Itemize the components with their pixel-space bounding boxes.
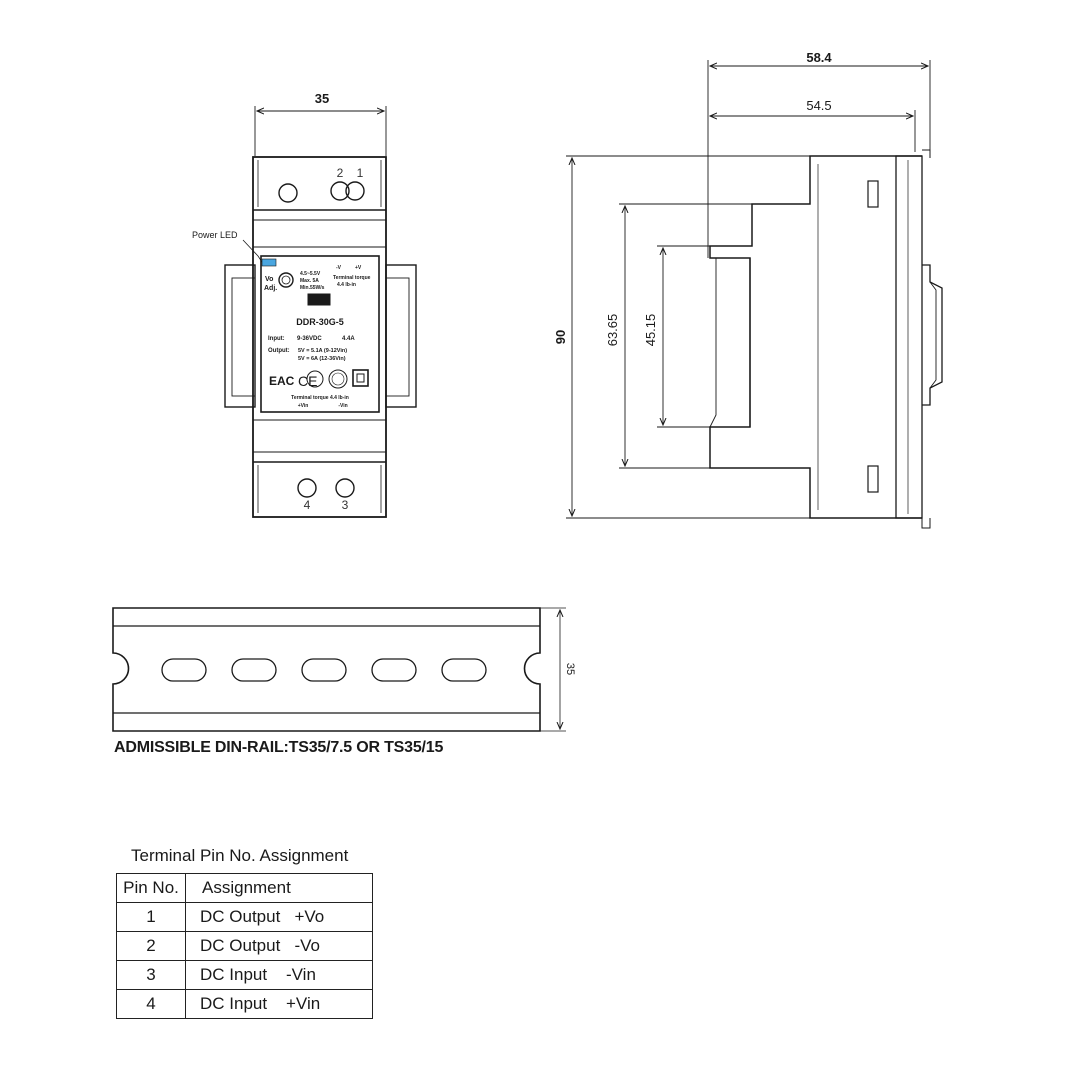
label-vo: Vo	[265, 276, 273, 283]
pin-assignment-table: Pin No. Assignment 1 DC Output +Vo 2 DC …	[116, 873, 373, 1019]
table-row: 1 DC Output +Vo	[116, 902, 373, 932]
label-adj: Adj.	[264, 285, 277, 292]
side-width-inner-dim: 54.5	[806, 98, 831, 113]
label-torque-top: Terminal torque	[333, 275, 371, 281]
table-row: 4 DC Input +Vin	[116, 989, 373, 1019]
rail-caption: ADMISSIBLE DIN-RAIL:TS35/7.5 OR TS35/15	[114, 739, 444, 756]
label-cert-eac: EAC	[269, 374, 295, 388]
pin-table-title: Terminal Pin No. Assignment	[131, 846, 349, 865]
label-torque-top2: 4.4 lb-in	[337, 282, 356, 288]
label-model: DDR-30G-5	[296, 317, 344, 327]
power-led-label: Power LED	[192, 230, 238, 240]
bottom-pin-3: 3	[342, 498, 349, 512]
label-vin-neg: -Vin	[338, 403, 347, 409]
table-row: 2 DC Output -Vo	[116, 931, 373, 961]
bottom-pin-4: 4	[304, 498, 311, 512]
label-input-current: 4.4A	[342, 336, 355, 342]
assignment-cell: DC Output -Vo	[185, 931, 373, 961]
front-label-graphics	[278, 272, 369, 389]
rail-height-dim: 35	[564, 663, 576, 675]
label-term-neg: -V	[336, 265, 342, 271]
side-width-total-dim: 58.4	[806, 50, 832, 65]
label-torque-bottom: Terminal torque 4.4 lb-in	[291, 395, 349, 401]
label-input-value: 9-36VDC	[297, 336, 322, 342]
label-vin-pos: +Vin	[298, 403, 309, 409]
front-width-dim: 35	[315, 91, 329, 106]
label-cert-ce: CE	[298, 373, 317, 389]
table-row: 3 DC Input -Vin	[116, 960, 373, 990]
label-output-prefix: Output:	[268, 348, 290, 354]
assignment-cell: DC Input +Vin	[185, 989, 373, 1019]
header-assignment: Assignment	[185, 873, 373, 903]
label-output-line2: 5V = 6A (12-36Vin)	[298, 356, 346, 362]
top-pin-1: 1	[357, 166, 364, 180]
pin-cell: 3	[116, 960, 186, 990]
pin-cell: 2	[116, 931, 186, 961]
din-rail	[112, 607, 566, 732]
top-pin-2: 2	[337, 166, 344, 180]
pin-cell: 4	[116, 989, 186, 1019]
front-view	[224, 106, 417, 518]
side-height-inner-dim: 45.15	[643, 314, 658, 347]
table-header-row: Pin No. Assignment	[116, 873, 373, 903]
header-pin-no: Pin No.	[116, 873, 186, 903]
power-led	[261, 258, 277, 267]
assignment-cell: DC Output +Vo	[185, 902, 373, 932]
assignment-cell: DC Input -Vin	[185, 960, 373, 990]
label-adj-spec1: 4.5~5.5V	[300, 271, 321, 277]
side-height-step-dim: 63.65	[605, 314, 620, 347]
side-view	[566, 60, 943, 529]
label-adj-spec2: Max. 5A	[300, 278, 319, 284]
label-adj-spec3: Min.55W/s	[300, 285, 325, 291]
label-term-pos: +V	[355, 265, 362, 271]
label-input-prefix: Input:	[268, 336, 285, 342]
side-height-total-dim: 90	[553, 330, 568, 344]
label-output-line1: 5V = 5.1A (9-12Vin)	[298, 348, 347, 354]
pin-cell: 1	[116, 902, 186, 932]
